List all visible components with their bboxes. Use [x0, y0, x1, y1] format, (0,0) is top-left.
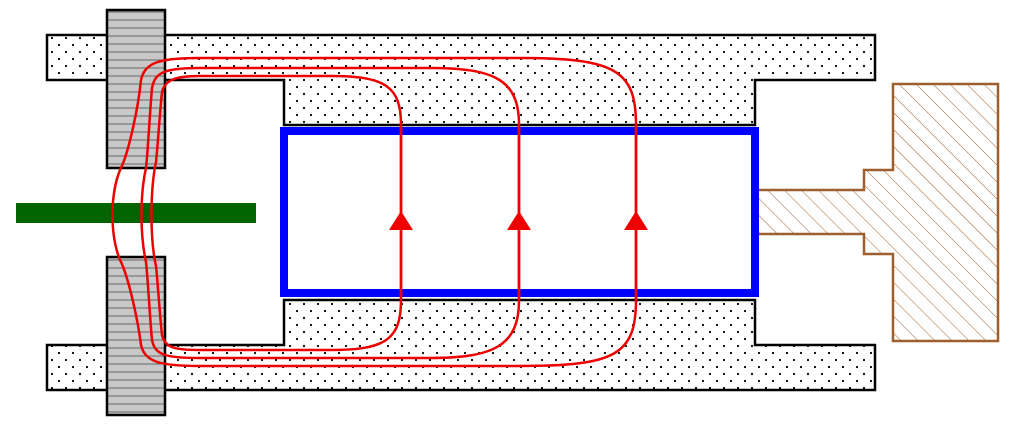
pole-piece-top — [105, 8, 167, 170]
armature-bar — [16, 203, 256, 223]
hatched-plunger — [753, 82, 1000, 343]
flux-loop-inner — [150, 74, 403, 352]
flux-arrow-2 — [507, 211, 531, 230]
flux-loop-outer — [111, 56, 638, 368]
pole-piece-bottom — [105, 255, 167, 417]
flux-arrows — [389, 211, 648, 230]
flux-loop-middle — [140, 66, 521, 360]
flux-arrow-1 — [389, 211, 413, 230]
dotted-core-bottom — [45, 298, 877, 392]
flux-arrow-3 — [624, 211, 648, 230]
